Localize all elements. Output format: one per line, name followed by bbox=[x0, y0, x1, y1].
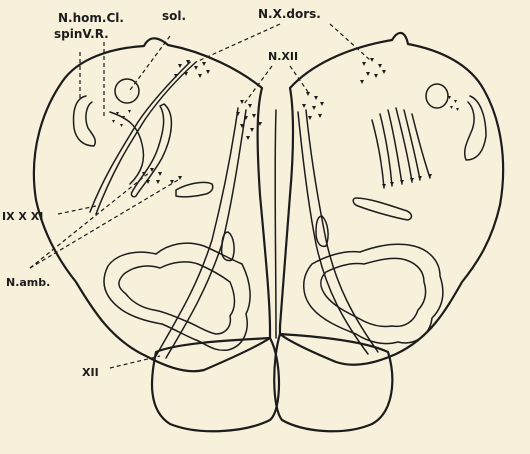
ambiguus-slit-left bbox=[176, 182, 213, 196]
xii-root-left-b bbox=[166, 110, 246, 358]
arcuate-slit-left bbox=[131, 104, 171, 197]
leader-n-x-dors-right bbox=[330, 24, 370, 60]
cell-group-n-xii-right bbox=[302, 92, 324, 120]
label-spin-v-r: spinV.R. bbox=[54, 27, 109, 41]
inferior-olive-left-outer bbox=[104, 243, 250, 350]
leader-n-xii-left bbox=[244, 66, 272, 104]
cell-group-n-x-dors-left bbox=[174, 60, 210, 78]
cell-group-n-x-dors-right bbox=[360, 58, 386, 84]
inferior-olive-left-inner bbox=[119, 262, 235, 334]
left-pyramid-outline bbox=[152, 338, 279, 431]
root-fibre-right-1 bbox=[372, 120, 384, 188]
label-sol: sol. bbox=[162, 9, 186, 23]
root-fibre-right-4 bbox=[396, 108, 412, 182]
ambiguus-slit-right bbox=[353, 198, 411, 220]
cell-group-n-hom-cl-left bbox=[112, 110, 131, 127]
root-fibre-right-5 bbox=[404, 110, 420, 180]
label-n-hom-cl: N.hom.Cl. bbox=[58, 11, 124, 25]
left-internal-structures bbox=[74, 62, 251, 358]
label-n-amb: N.amb. bbox=[6, 276, 50, 289]
medial-pocket-left bbox=[222, 232, 234, 260]
root-fibre-right-6 bbox=[412, 114, 430, 178]
spinal-v-root-left bbox=[74, 96, 96, 146]
label-n-x-dors: N.X.dors. bbox=[258, 7, 321, 21]
nerve-root-ix-x-xi-left-a bbox=[96, 62, 196, 214]
root-fibre-right-2 bbox=[380, 114, 392, 186]
inferior-olive-right-inner bbox=[321, 258, 426, 326]
cell-group-root-ends-right bbox=[382, 174, 432, 188]
right-internal-structures bbox=[298, 84, 486, 354]
label-xii: XII bbox=[82, 366, 99, 379]
cell-group-solitary-right bbox=[448, 96, 459, 111]
leader-n-xii-right bbox=[290, 66, 308, 92]
right-pyramid-outline bbox=[274, 334, 392, 431]
label-ix-x-xi: IX X XI bbox=[2, 210, 43, 223]
right-half-outline bbox=[280, 33, 503, 365]
solitary-tract-ring-right bbox=[426, 84, 448, 108]
leader-sol bbox=[130, 36, 170, 90]
median-raphe bbox=[275, 110, 276, 338]
label-n-xii: N.XII bbox=[268, 50, 298, 63]
spinal-v-root-right bbox=[465, 96, 486, 160]
